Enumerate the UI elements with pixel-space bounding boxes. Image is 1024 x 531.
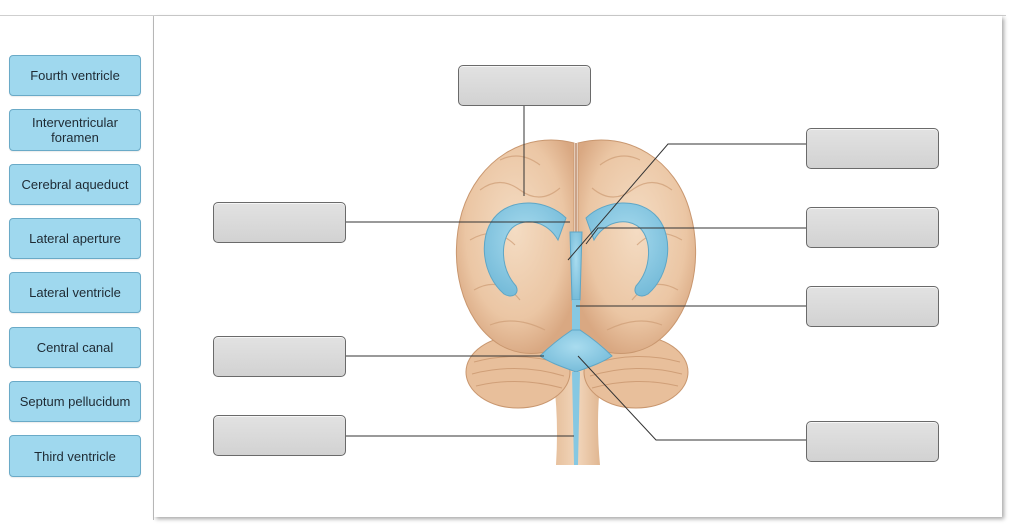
dropzone-left-2[interactable]	[213, 336, 346, 377]
dropzone-left-1[interactable]	[213, 202, 346, 243]
lateral-ventricle-left	[483, 202, 567, 297]
dropzone-right-4[interactable]	[806, 421, 939, 462]
cerebral-aqueduct-shape	[572, 300, 580, 330]
label-cerebral-aqueduct[interactable]: Cerebral aqueduct	[9, 164, 141, 205]
label-interventricular-foramen[interactable]: Interventricular foramen	[9, 109, 141, 151]
fourth-ventricle	[539, 329, 613, 373]
dropzone-left-3[interactable]	[213, 415, 346, 456]
left-hemisphere	[455, 139, 575, 354]
label-lateral-ventricle[interactable]: Lateral ventricle	[9, 272, 141, 313]
label-septum-pellucidum[interactable]: Septum pellucidum	[9, 381, 141, 422]
top-divider	[0, 15, 1006, 16]
label-third-ventricle[interactable]: Third ventricle	[9, 435, 141, 477]
label-lateral-aperture[interactable]: Lateral aperture	[9, 218, 141, 259]
label-central-canal[interactable]: Central canal	[9, 327, 141, 368]
lateral-ventricle-right	[585, 202, 669, 297]
dropzone-right-1[interactable]	[806, 128, 939, 169]
dropzone-top[interactable]	[458, 65, 591, 106]
dropzone-right-3[interactable]	[806, 286, 939, 327]
leader-right-1	[567, 143, 806, 261]
dropzone-right-2[interactable]	[806, 207, 939, 248]
leader-right-4	[577, 355, 806, 441]
third-ventricle	[569, 231, 583, 301]
central-canal-shape	[572, 372, 580, 465]
leader-right-2	[585, 227, 806, 245]
label-bank: Fourth ventricle Interventricular forame…	[0, 16, 154, 520]
label-fourth-ventricle[interactable]: Fourth ventricle	[9, 55, 141, 96]
right-hemisphere	[577, 139, 697, 354]
